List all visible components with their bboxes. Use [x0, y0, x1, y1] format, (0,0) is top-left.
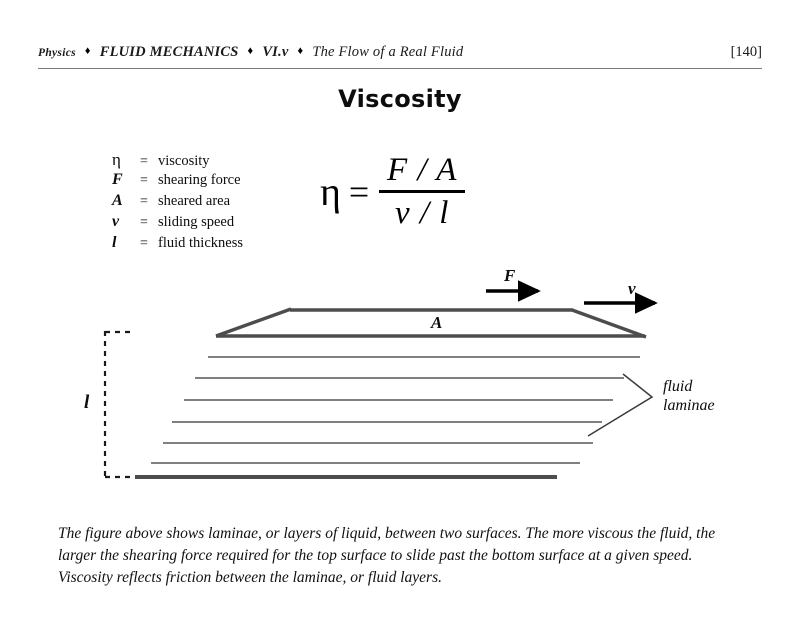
- symbol-legend: η = viscosity F = shearing force A = she…: [112, 150, 243, 255]
- header-chapter-title: The Flow of a Real Fluid: [312, 44, 464, 60]
- header-divider: [38, 68, 762, 69]
- header-separator-3: ♦: [297, 45, 304, 57]
- legend-row: F = shearing force: [112, 171, 243, 192]
- legend-row: A = sheared area: [112, 192, 243, 213]
- header-subject: Physics: [38, 47, 76, 59]
- area-label-A: A: [431, 313, 443, 332]
- legend-symbol-A: A: [112, 192, 123, 209]
- legend-equals: =: [140, 173, 148, 188]
- legend-definition-F: shearing force: [158, 172, 241, 188]
- header-separator-1: ♦: [84, 45, 91, 57]
- header-breadcrumb: Physics ♦ FLUID MECHANICS ♦ VI.v ♦ The Flow of…: [38, 44, 463, 61]
- top-plate: [215, 307, 647, 339]
- legend-symbol-v: v: [112, 213, 120, 230]
- thickness-label-l: l: [84, 392, 90, 413]
- figure-caption: The figure above shows laminae, or layer…: [58, 525, 716, 586]
- legend-row: η = viscosity: [112, 150, 243, 171]
- equation-fraction-bar: [379, 189, 466, 193]
- legend-equals: =: [140, 194, 148, 209]
- legend-symbol-l: l: [112, 234, 117, 251]
- header-separator-2: ♦: [247, 45, 254, 57]
- legend-definition-eta: viscosity: [158, 153, 210, 169]
- equation-numerator: F / A: [387, 152, 458, 188]
- header-topic: FLUID MECHANICS: [99, 44, 239, 60]
- legend-row: l = fluid thickness: [112, 234, 243, 255]
- equation-lhs-eta: η: [320, 168, 341, 214]
- page-header: Physics ♦ FLUID MECHANICS ♦ VI.v ♦ The Flow of…: [38, 44, 762, 66]
- laminae-callout-bracket: [587, 373, 654, 437]
- legend-definition-l: fluid thickness: [158, 235, 243, 251]
- fluid-laminae-label-line2: laminae: [663, 396, 715, 414]
- page-title: Viscosity: [338, 85, 462, 113]
- equation-fraction: F / A v / l: [379, 152, 466, 232]
- header-section: VI.v: [262, 44, 289, 60]
- fluid-laminae-label-line1: fluid: [663, 378, 693, 395]
- legend-symbol-eta: η: [112, 150, 121, 169]
- thickness-bracket: [103, 330, 135, 479]
- legend-row: v = sliding speed: [112, 213, 243, 234]
- fluid-laminae-lines: [151, 356, 640, 464]
- legend-equals: =: [140, 215, 148, 230]
- legend-definition-A: sheared area: [158, 193, 231, 209]
- page-number: [140]: [730, 44, 762, 60]
- viscosity-equation: η = F / A v / l: [320, 152, 466, 232]
- force-label-F: F: [504, 266, 516, 285]
- legend-equals: =: [140, 154, 148, 169]
- legend-symbol-F: F: [112, 171, 123, 188]
- equation-denominator: v / l: [394, 194, 450, 231]
- legend-equals: =: [140, 236, 148, 251]
- equation-equals-sign: =: [348, 171, 370, 212]
- velocity-label-v: v: [628, 279, 636, 298]
- legend-definition-v: sliding speed: [158, 214, 235, 230]
